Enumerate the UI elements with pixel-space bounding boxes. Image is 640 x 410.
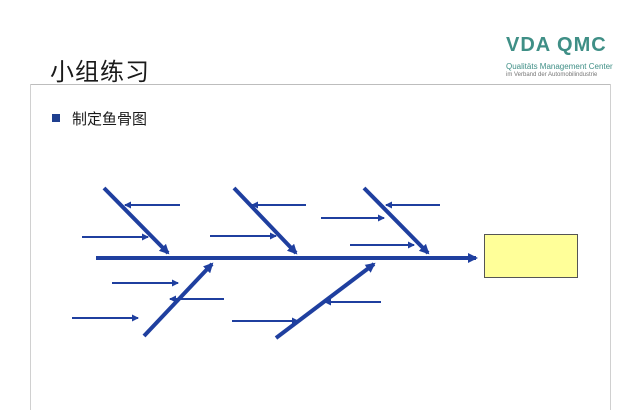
- effect-box: [484, 234, 578, 278]
- logo-tagline: im Verband der Automobilindustrie: [506, 72, 598, 78]
- page-title: 小组练习: [50, 58, 150, 86]
- bullet-item: 制定鱼骨图: [52, 108, 147, 128]
- bullet-text: 制定鱼骨图: [72, 109, 148, 128]
- bullet-square-icon: [52, 114, 60, 122]
- logo-subtitle: Qualitäts Management Center: [506, 62, 613, 71]
- major-bone-upper-3: [362, 186, 430, 255]
- major-bone-upper-1: [102, 186, 170, 255]
- logo-wordmark: VDA QMC: [506, 34, 607, 56]
- right-border: [610, 84, 611, 410]
- vda-qmc-logo: VDA QMC Qualitäts Management Center im V…: [506, 34, 616, 84]
- header-divider: [30, 84, 610, 85]
- major-bone-upper-2: [232, 186, 298, 255]
- left-border: [30, 84, 31, 410]
